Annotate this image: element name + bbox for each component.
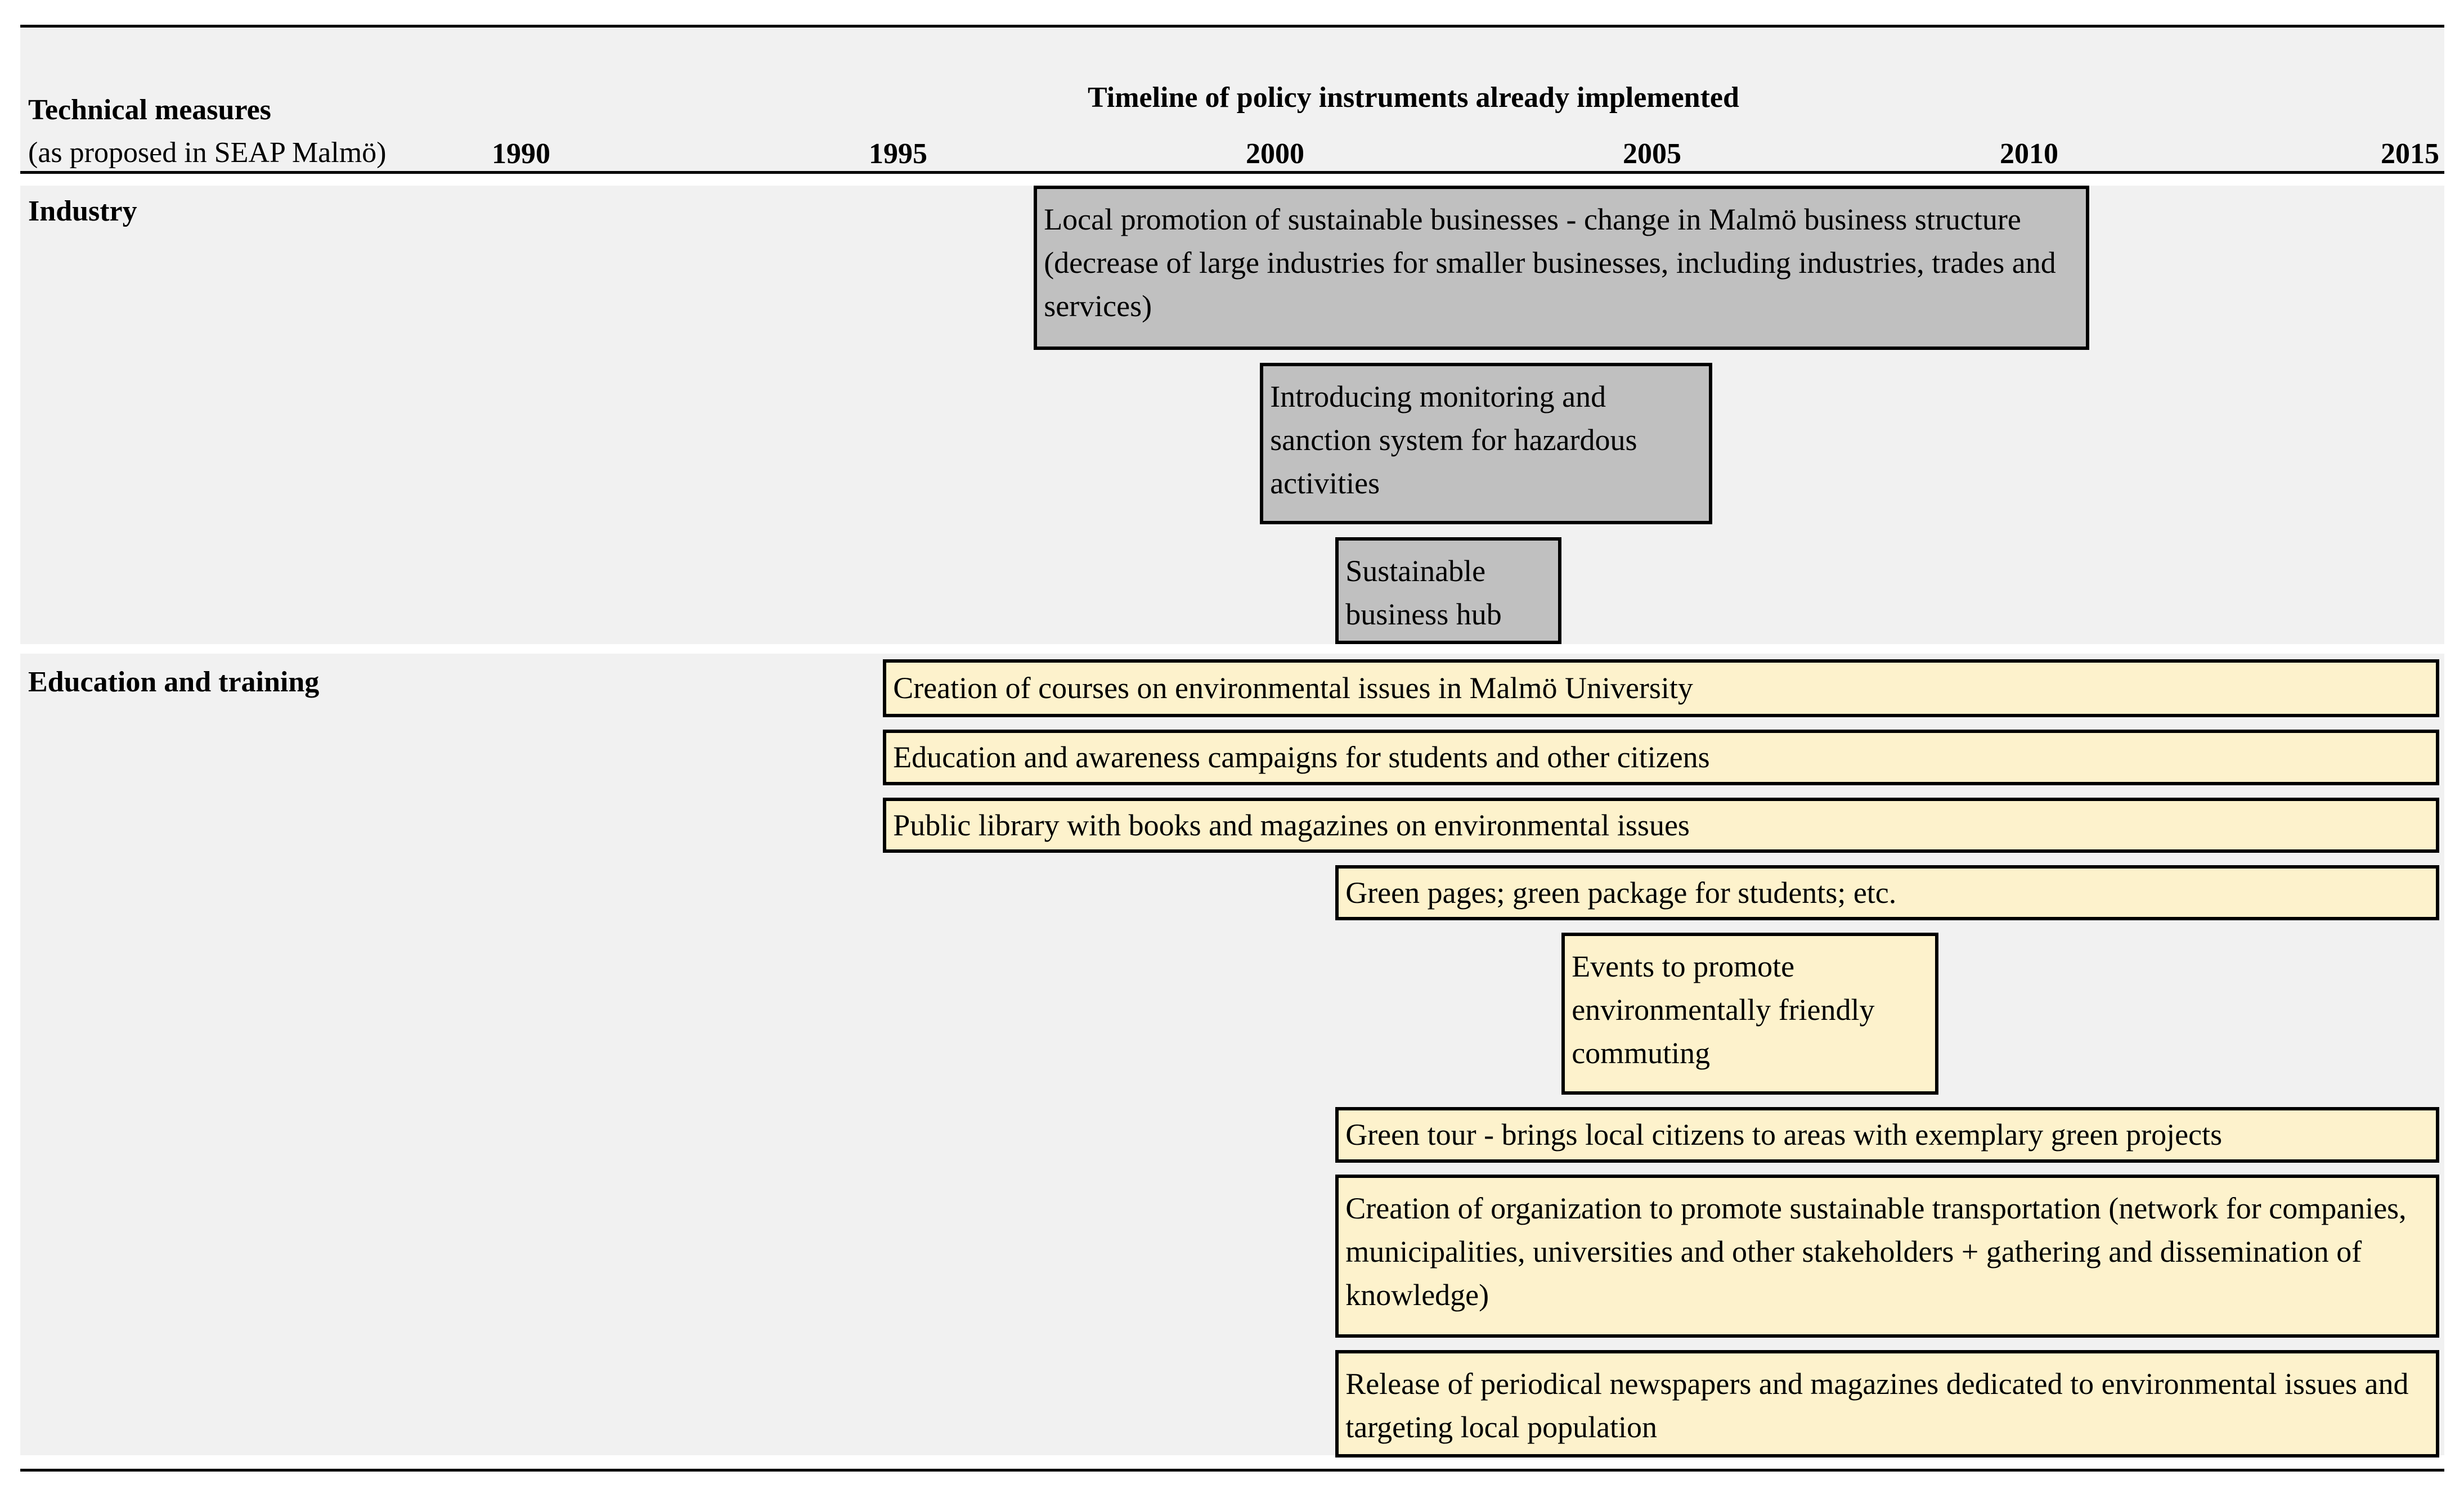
education-bar-7: Creation of organization to promote sust… — [1335, 1175, 2439, 1338]
education-bar-8: Release of periodical newspapers and mag… — [1335, 1350, 2439, 1457]
header-rule — [20, 171, 2444, 174]
year-label-1990: 1990 — [492, 138, 550, 170]
top-rule — [20, 25, 2444, 28]
education-bar-2: Education and awareness campaigns for st… — [883, 730, 2439, 785]
timeline-title: Timeline of policy instruments already i… — [1088, 82, 1739, 114]
year-label-2015: 2015 — [2381, 138, 2439, 170]
education-bar-3: Public library with books and magazines … — [883, 798, 2439, 853]
year-label-1995: 1995 — [869, 138, 927, 170]
education-bar-6: Green tour - brings local citizens to ar… — [1335, 1107, 2439, 1163]
industry-bar-2: Introducing monitoring and sanction syst… — [1260, 363, 1713, 524]
column-subtitle: (as proposed in SEAP Malmö) — [28, 137, 387, 169]
year-label-2005: 2005 — [1623, 138, 1681, 170]
education-bar-4: Green pages; green package for students;… — [1335, 865, 2439, 920]
education-bar-1: Creation of courses on environmental iss… — [883, 659, 2439, 717]
header-band — [20, 28, 2444, 173]
industry-bar-3: Sustainable business hub — [1335, 537, 1562, 644]
bottom-rule — [20, 1469, 2444, 1472]
education-bar-5: Events to promote environmentally friend… — [1561, 933, 1939, 1095]
industry-bar-1: Local promotion of sustainable businesse… — [1034, 186, 2090, 350]
section-label-industry: Industry — [28, 195, 137, 227]
section-label-education: Education and training — [28, 666, 320, 698]
year-label-2010: 2010 — [2000, 138, 2058, 170]
year-label-2000: 2000 — [1246, 138, 1304, 170]
column-title: Technical measures — [28, 94, 271, 126]
